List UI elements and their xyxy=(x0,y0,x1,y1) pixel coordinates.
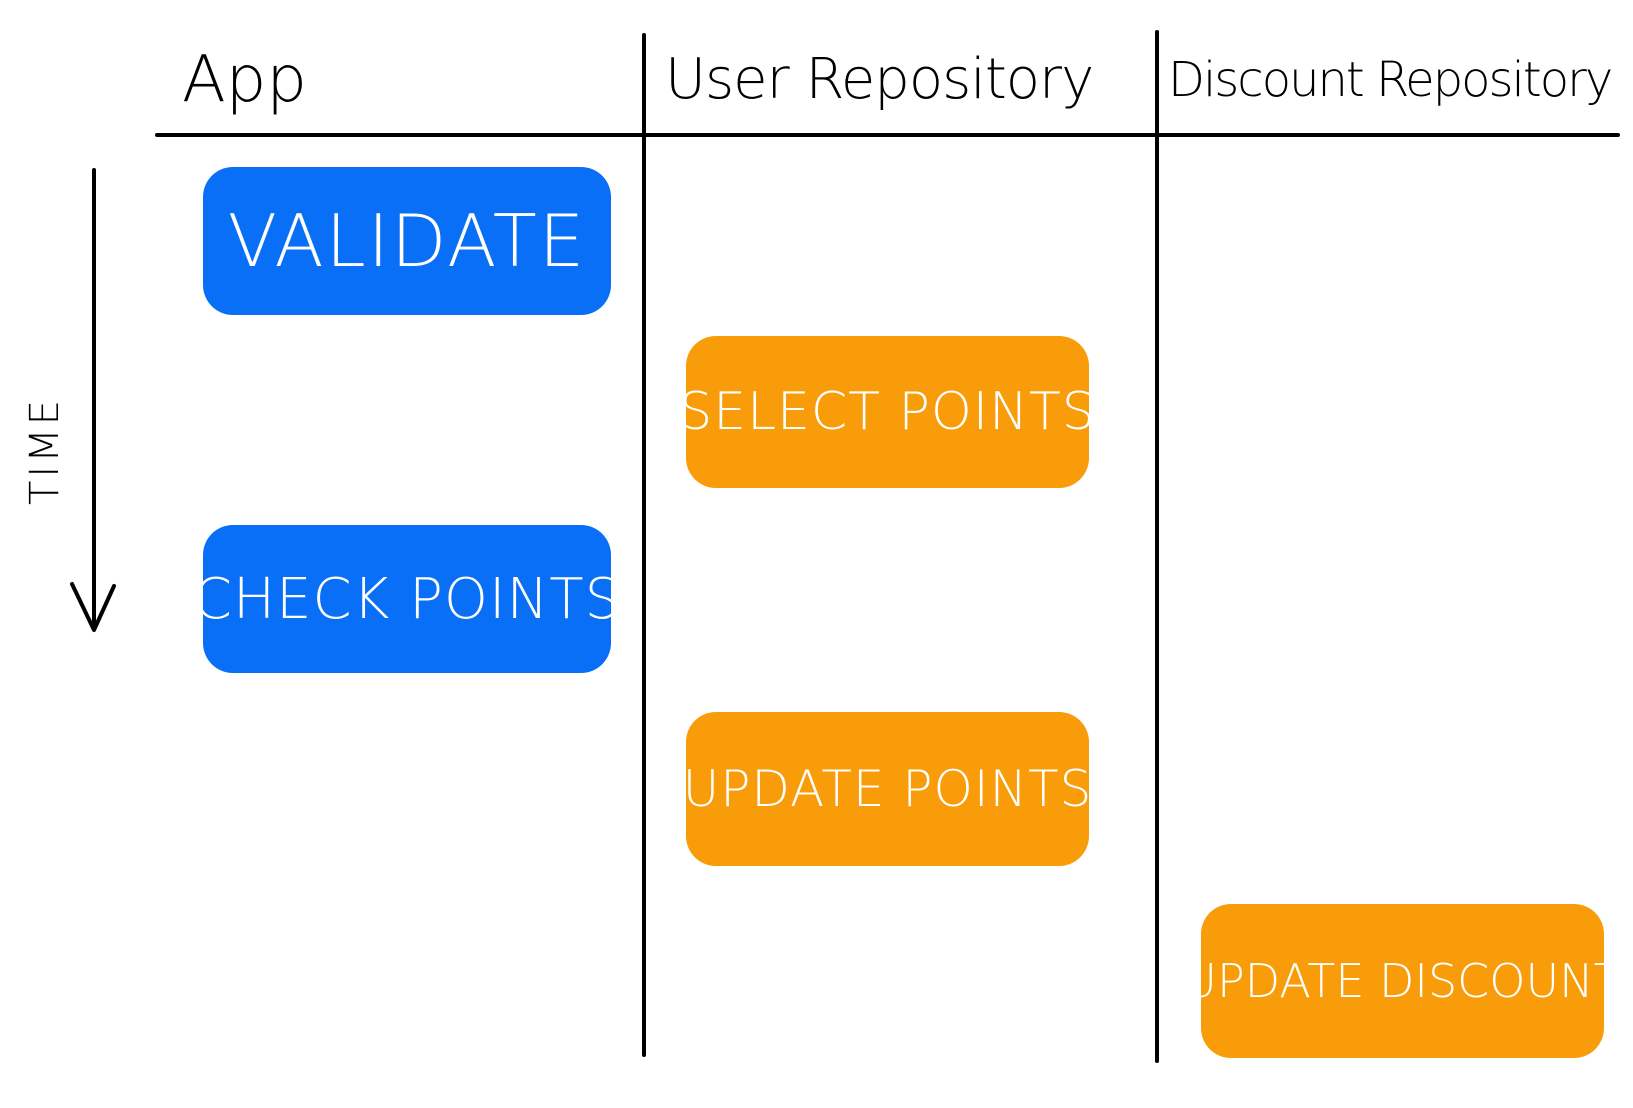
box-update-discount: UPDATE DISCOUNT xyxy=(1183,904,1622,1058)
time-label: TIME xyxy=(22,396,68,505)
box-update-points: UPDATE POINTS xyxy=(683,712,1091,866)
header-divider-line xyxy=(155,133,1620,137)
column-divider-line xyxy=(1155,30,1159,1063)
column-header-discount-repository: Discount Repository xyxy=(1168,52,1613,108)
box-validate: VALIDATE xyxy=(203,167,611,315)
box-check-points: CHECK POINTS xyxy=(193,525,620,673)
time-axis xyxy=(20,160,160,650)
column-header-user-repository: User Repository xyxy=(665,47,1094,112)
time-arrow-icon xyxy=(70,168,116,632)
box-select-points: SELECT POINTS xyxy=(679,336,1095,488)
column-divider-line xyxy=(642,33,646,1057)
column-header-app: App xyxy=(182,43,308,117)
